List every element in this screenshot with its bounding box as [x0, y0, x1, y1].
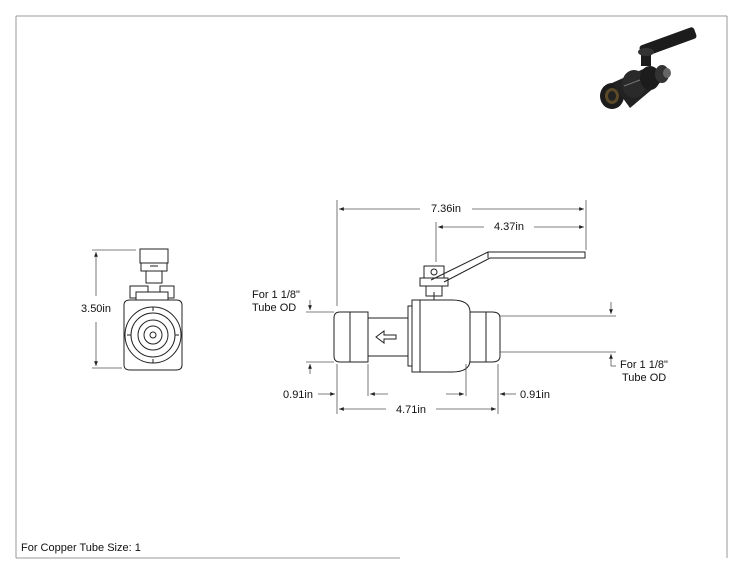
bottom-dimensions — [318, 364, 516, 414]
footer-note: For Copper Tube Size: 1 — [21, 542, 141, 554]
sheet-border — [15, 15, 728, 559]
end-left-label: 0.91in — [283, 389, 313, 401]
overall-length-dimension — [336, 200, 587, 306]
height-dimension-label: 3.50in — [81, 303, 111, 315]
body-length-label: 4.71in — [396, 404, 426, 416]
tube-od-left-dimension — [306, 300, 334, 374]
tube-od-right-dimension — [500, 302, 616, 367]
ball-valve-3d-icon — [600, 27, 697, 109]
tube-od-left-label-1: For 1 1/8" — [252, 289, 300, 301]
tube-od-right-label-2: Tube OD — [622, 372, 666, 384]
overall-length-label: 7.36in — [431, 203, 461, 215]
end-right-label: 0.91in — [520, 389, 550, 401]
handle-length-label: 4.37in — [494, 221, 524, 233]
tube-od-left-label-2: Tube OD — [252, 302, 296, 314]
side-view — [123, 248, 183, 371]
front-view — [333, 251, 586, 373]
flow-direction-arrow-icon — [375, 330, 397, 344]
height-dimension — [92, 249, 136, 369]
tube-od-right-label-1: For 1 1/8" — [620, 359, 668, 371]
